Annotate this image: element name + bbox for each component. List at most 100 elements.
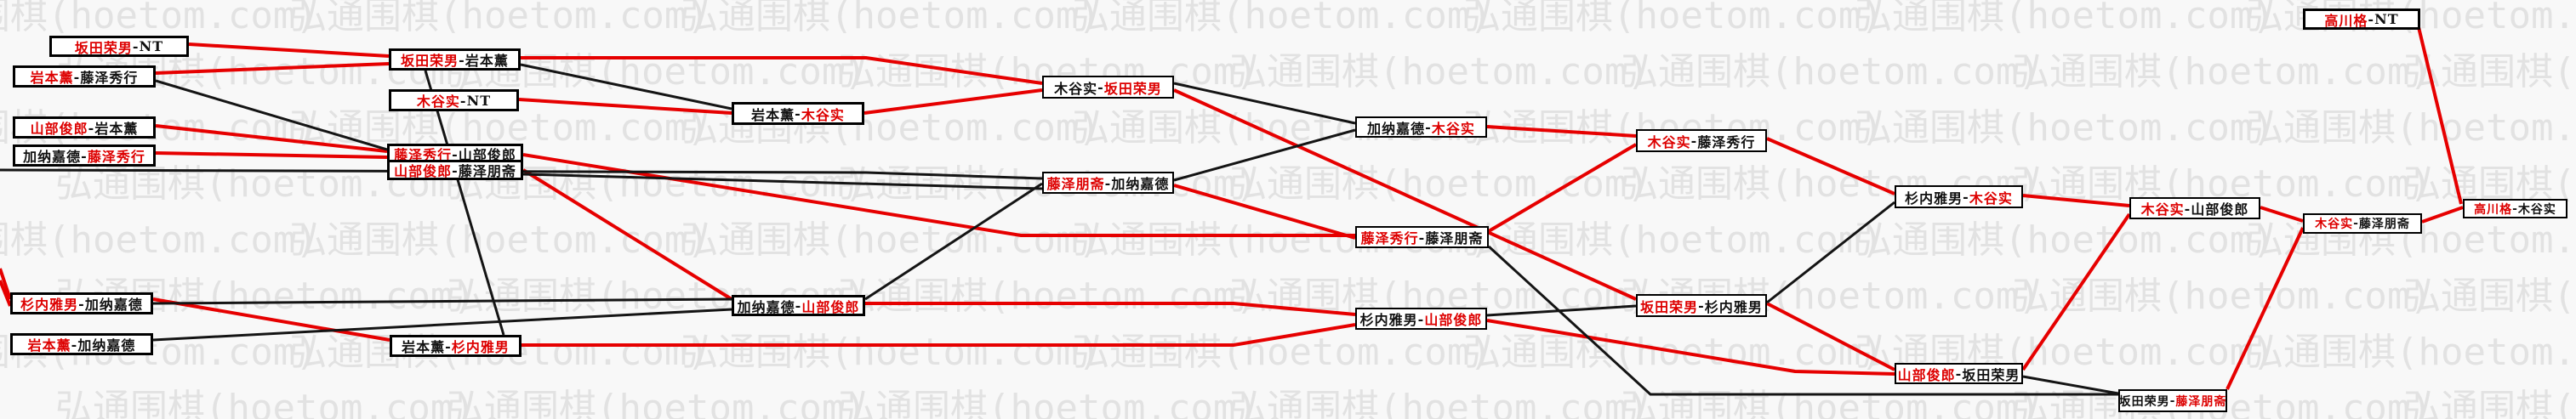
match-separator: - [73, 68, 81, 85]
player-name: 藤泽秀行 [87, 149, 145, 165]
match-box-A2: 岩本薰-藤泽秀行 [13, 65, 156, 88]
match-box-H2: 坂田荣男-藤泽朋斋 [2118, 389, 2227, 412]
player-name: 加纳嘉德 [737, 298, 795, 315]
edge-red-10 [522, 153, 1355, 237]
watermark-text: 弘通围棋(hoetom.com) [681, 218, 1101, 262]
edge-black-40 [2022, 375, 2119, 395]
match-box-I2: 木谷实-藤泽朋斋 [2303, 213, 2422, 234]
edge-red-16 [1486, 125, 1637, 138]
player-name: 坂田荣男 [1962, 366, 2020, 383]
watermark-text: 弘通围棋(hoetom.com) [2403, 275, 2576, 318]
match-separator: - [1097, 79, 1104, 95]
match-separator: - [452, 145, 459, 162]
match-separator: - [78, 295, 85, 312]
match-separator: - [2353, 217, 2359, 230]
watermark-text: 弘通围棋(hoetom.com) [1621, 50, 2041, 93]
player-name: NT [466, 92, 492, 109]
match-separator: - [2368, 11, 2375, 27]
edge-red-13 [865, 302, 1356, 316]
edge-black-27 [155, 79, 388, 151]
match-box-E3: 杉内雅男-山部俊郎 [1355, 308, 1487, 330]
match-separator: - [81, 147, 88, 164]
edge-red-6 [152, 297, 390, 342]
watermark-text: 弘通围棋(hoetom.com) [2403, 162, 2576, 206]
player-name: 山部俊郎 [30, 121, 88, 137]
match-box-B4: 山部俊郎-藤泽朋斋 [387, 160, 523, 180]
watermark-text: 弘通围棋(hoetom.com) [0, 0, 318, 37]
player-name: 岩本薰 [464, 53, 509, 69]
match-box-G2: 山部俊郎-坂田荣男 [1895, 363, 2023, 384]
player-name: 山部俊郎 [1897, 366, 1956, 383]
match-separator: - [459, 51, 465, 68]
edge-red-12 [521, 323, 1356, 347]
watermark-text: 弘通围棋(hoetom.com) [681, 0, 1101, 37]
edge-black-32 [152, 308, 732, 342]
player-name: 岩本薰 [94, 121, 139, 137]
watermark-text: 弘通围棋(hoetom.com) [1621, 387, 2041, 419]
edge-black-29 [424, 70, 505, 336]
player-name: 杉内雅男 [1359, 312, 1418, 328]
edge-red-19 [1766, 302, 1895, 371]
watermark-text: 弘通围棋(hoetom.com) [0, 218, 318, 262]
watermark-text: 弘通围棋(hoetom.com) [838, 275, 1258, 318]
player-name: 木谷实 [2517, 202, 2556, 217]
match-separator: - [459, 92, 467, 109]
match-box-B1: 坂田荣男-岩本薰 [389, 48, 521, 71]
player-name: 藤泽朋斋 [2175, 394, 2227, 409]
watermark-text: 弘通围棋(hoetom.com) [1463, 0, 1884, 37]
match-separator: - [71, 336, 78, 353]
edge-red-4 [0, 268, 12, 300]
match-separator: - [132, 38, 140, 54]
watermark-text: 弘通围棋(hoetom.com) [681, 331, 1101, 374]
player-name: 山部俊郎 [801, 298, 860, 315]
player-name: 加纳嘉德 [1111, 176, 1170, 192]
player-name: 木谷实 [2315, 218, 2354, 231]
watermark-text: 弘通围棋(hoetom.com) [289, 0, 710, 37]
match-box-G1: 杉内雅男-木谷实 [1895, 185, 2023, 208]
player-name: 山部俊郎 [2191, 201, 2249, 218]
edge-red-14 [1173, 88, 1637, 301]
player-name: 藤泽朋斋 [2358, 218, 2410, 231]
player-name: 加纳嘉德 [77, 337, 136, 354]
watermark-text: 弘通围棋(hoetom.com) [55, 387, 476, 419]
match-box-D1: 木谷实-坂田荣男 [1042, 76, 1174, 99]
match-box-A1: 坂田荣男-NT [49, 36, 189, 57]
player-name: 坂田荣男 [2118, 394, 2170, 409]
watermark-text: 弘通围棋(hoetom.com) [2246, 331, 2576, 374]
watermark-text: 弘通围棋(hoetom.com) [1229, 50, 1650, 93]
match-box-F2: 坂田荣男-杉内雅男 [1636, 294, 1767, 317]
player-name: NT [139, 38, 164, 54]
player-name: 木谷实 [1969, 190, 2013, 207]
player-name: 坂田荣男 [74, 39, 133, 56]
watermark-text: 弘通围棋(hoetom.com) [2403, 387, 2576, 419]
watermark-text: 弘通围棋(hoetom.com) [1229, 162, 1650, 206]
edge-red-3 [155, 151, 388, 159]
match-separator: - [2512, 201, 2518, 216]
match-box-I1: 高川格-NT [2303, 8, 2420, 30]
edge-black-37 [1487, 245, 2118, 396]
match-separator: - [1698, 297, 1705, 314]
player-name: 木谷实 [2140, 201, 2185, 218]
edge-red-26 [2417, 26, 2463, 205]
edge-red-24 [2226, 227, 2305, 390]
player-name: 加纳嘉德 [23, 149, 82, 165]
edge-red-8 [521, 56, 1043, 85]
edge-red-9 [863, 88, 1043, 115]
edge-red-1 [155, 62, 390, 75]
match-separator: - [2169, 394, 2176, 408]
edge-red-15 [1173, 184, 1356, 240]
match-box-E1: 加纳嘉德-木谷实 [1355, 116, 1487, 138]
match-box-C1: 岩本薰-木谷实 [732, 102, 864, 125]
player-name: 岩本薰 [27, 337, 71, 354]
match-separator: - [1104, 174, 1112, 191]
player-name: 山部俊郎 [394, 163, 453, 179]
edge-black-33 [522, 173, 1043, 190]
edge-black-39 [1766, 201, 1895, 304]
player-name: 坂田荣男 [1640, 298, 1699, 315]
match-box-A6: 岩本薰-加纳嘉德 [10, 333, 153, 355]
edge-black-36 [1173, 128, 1356, 182]
edge-red-17 [1487, 143, 1638, 233]
edge-black-38 [1486, 304, 1637, 317]
